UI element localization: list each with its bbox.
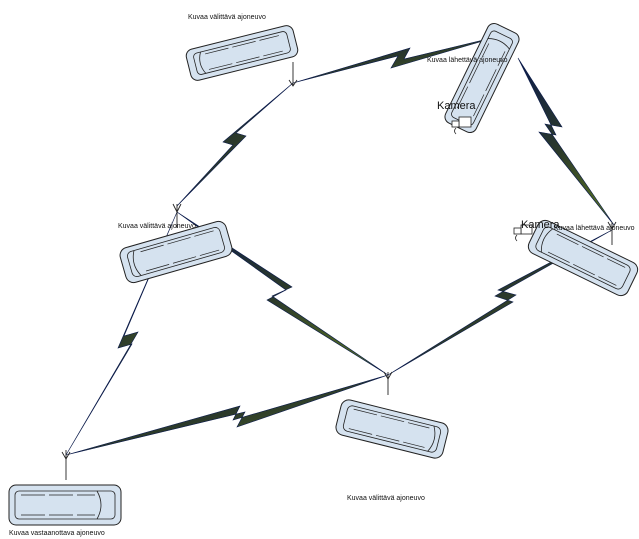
- antenna-icon: [61, 450, 71, 480]
- vehicle-icon-relay-bottom: [335, 399, 449, 459]
- link-top-relay-to-left-relay: [176, 82, 294, 207]
- label-camera-top: Kamera: [437, 100, 476, 112]
- antenna-icon: [607, 221, 617, 245]
- vehicle-icon-sender-right: [527, 219, 639, 297]
- label-sender-right: Kuvaa lähettävä ajoneuvo: [554, 225, 635, 232]
- vehicle-icon-receiver: [8, 484, 122, 526]
- antenna-icon: [172, 203, 182, 228]
- label-relay-top: Kuvaa välittävä ajoneuvo: [188, 14, 266, 21]
- vehicle-icon-sender-top: [444, 22, 520, 134]
- label-sender-top: Kuvaa lähettävä ajoneuvo: [427, 57, 508, 64]
- label-relay-bottom: Kuvaa välittävä ajoneuvo: [347, 495, 425, 502]
- antenna-icon: [383, 371, 393, 395]
- label-receiver: Kuvaa vastaanottava ajoneuvo: [9, 530, 105, 537]
- camera-icon-top: [451, 116, 472, 135]
- radio-links: [65, 35, 615, 456]
- label-camera-right: Kamera: [521, 219, 560, 231]
- label-relay-left: Kuvaa välittävä ajoneuvo: [118, 223, 196, 230]
- vehicle-icon-relay-left: [119, 220, 233, 284]
- link-top-sender-to-right-sender: [517, 57, 615, 226]
- antenna-icon: [288, 62, 298, 87]
- camera-icon-right: [513, 224, 533, 242]
- vehicle-icon-relay-top: [185, 25, 299, 81]
